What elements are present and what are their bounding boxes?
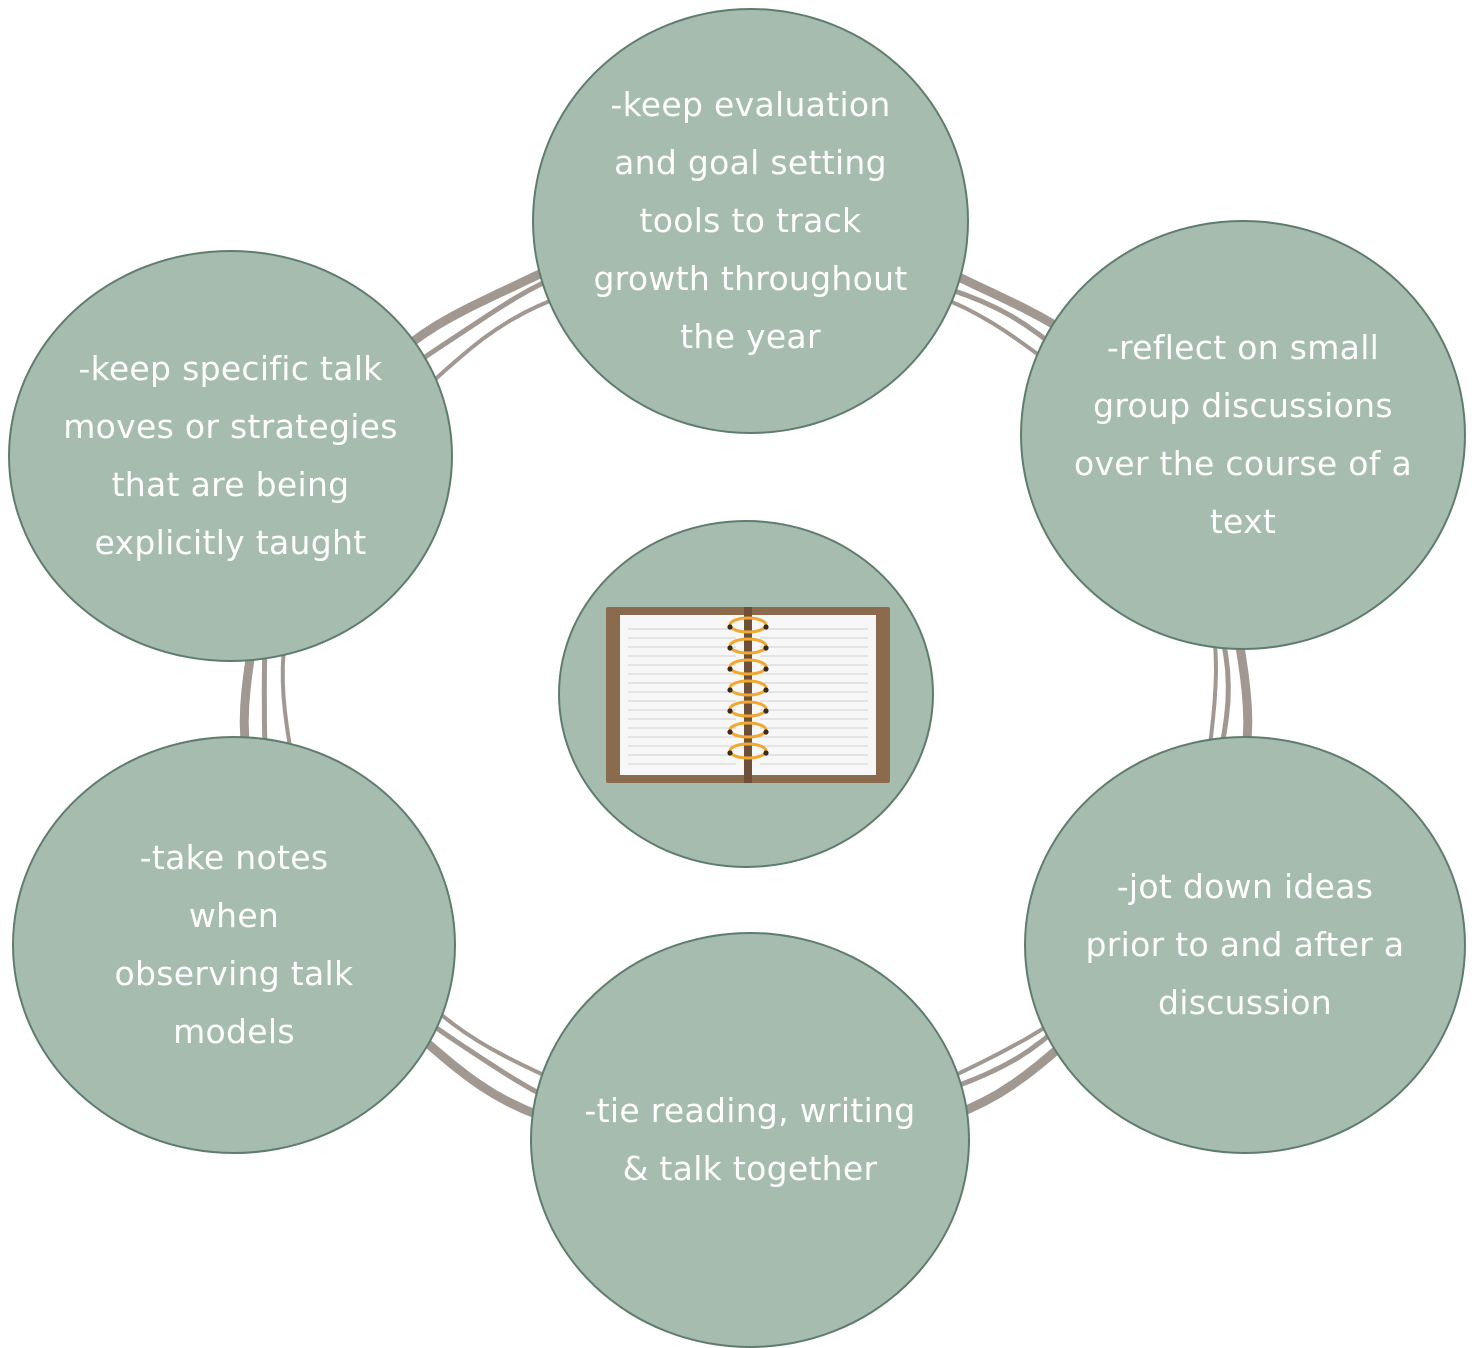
- node-bottom: -tie reading, writing & talk together: [530, 932, 970, 1348]
- node-center: [558, 520, 934, 868]
- notebook-ring-hole: [763, 729, 769, 735]
- notebook-ring-hole: [727, 750, 733, 756]
- node-top-right-text: -reflect on small group discussions over…: [1073, 328, 1413, 541]
- ring-stroke: [239, 222, 1253, 1156]
- notebook-ring-hole: [763, 750, 769, 756]
- node-bottom-right: -jot down ideas prior to and after a dis…: [1024, 736, 1466, 1154]
- notebook-ring-hole: [727, 666, 733, 672]
- notebook-ring-hole: [727, 729, 733, 735]
- node-bottom-left-text: -take notes when observing talk models: [114, 838, 354, 1051]
- notebook-ring-hole: [763, 687, 769, 693]
- notebook-ring-hole: [727, 708, 733, 714]
- node-top-left: -keep specific talk moves or strategies …: [8, 250, 453, 662]
- ring-stroke: [261, 239, 1231, 1133]
- node-bottom-right-text: -jot down ideas prior to and after a dis…: [1085, 867, 1405, 1022]
- notebook-ring-hole: [763, 624, 769, 630]
- notebook-ring-hole: [727, 687, 733, 693]
- node-top: -keep evaluation and goal setting tools …: [532, 8, 969, 434]
- notebook-ring-hole: [763, 645, 769, 651]
- notebook-ring-hole: [727, 624, 733, 630]
- node-top-left-text: -keep specific talk moves or strategies …: [63, 349, 398, 562]
- notebook-ring-hole: [763, 666, 769, 672]
- notebook-ring-hole: [727, 645, 733, 651]
- node-bottom-left: -take notes when observing talk models: [12, 736, 456, 1154]
- node-top-right: -reflect on small group discussions over…: [1020, 220, 1466, 650]
- node-top-text: -keep evaluation and goal setting tools …: [593, 85, 908, 356]
- spiral-notebook-icon: [606, 607, 890, 783]
- notebook-ring-hole: [763, 708, 769, 714]
- node-bottom-text: -tie reading, writing & talk together: [584, 1091, 916, 1188]
